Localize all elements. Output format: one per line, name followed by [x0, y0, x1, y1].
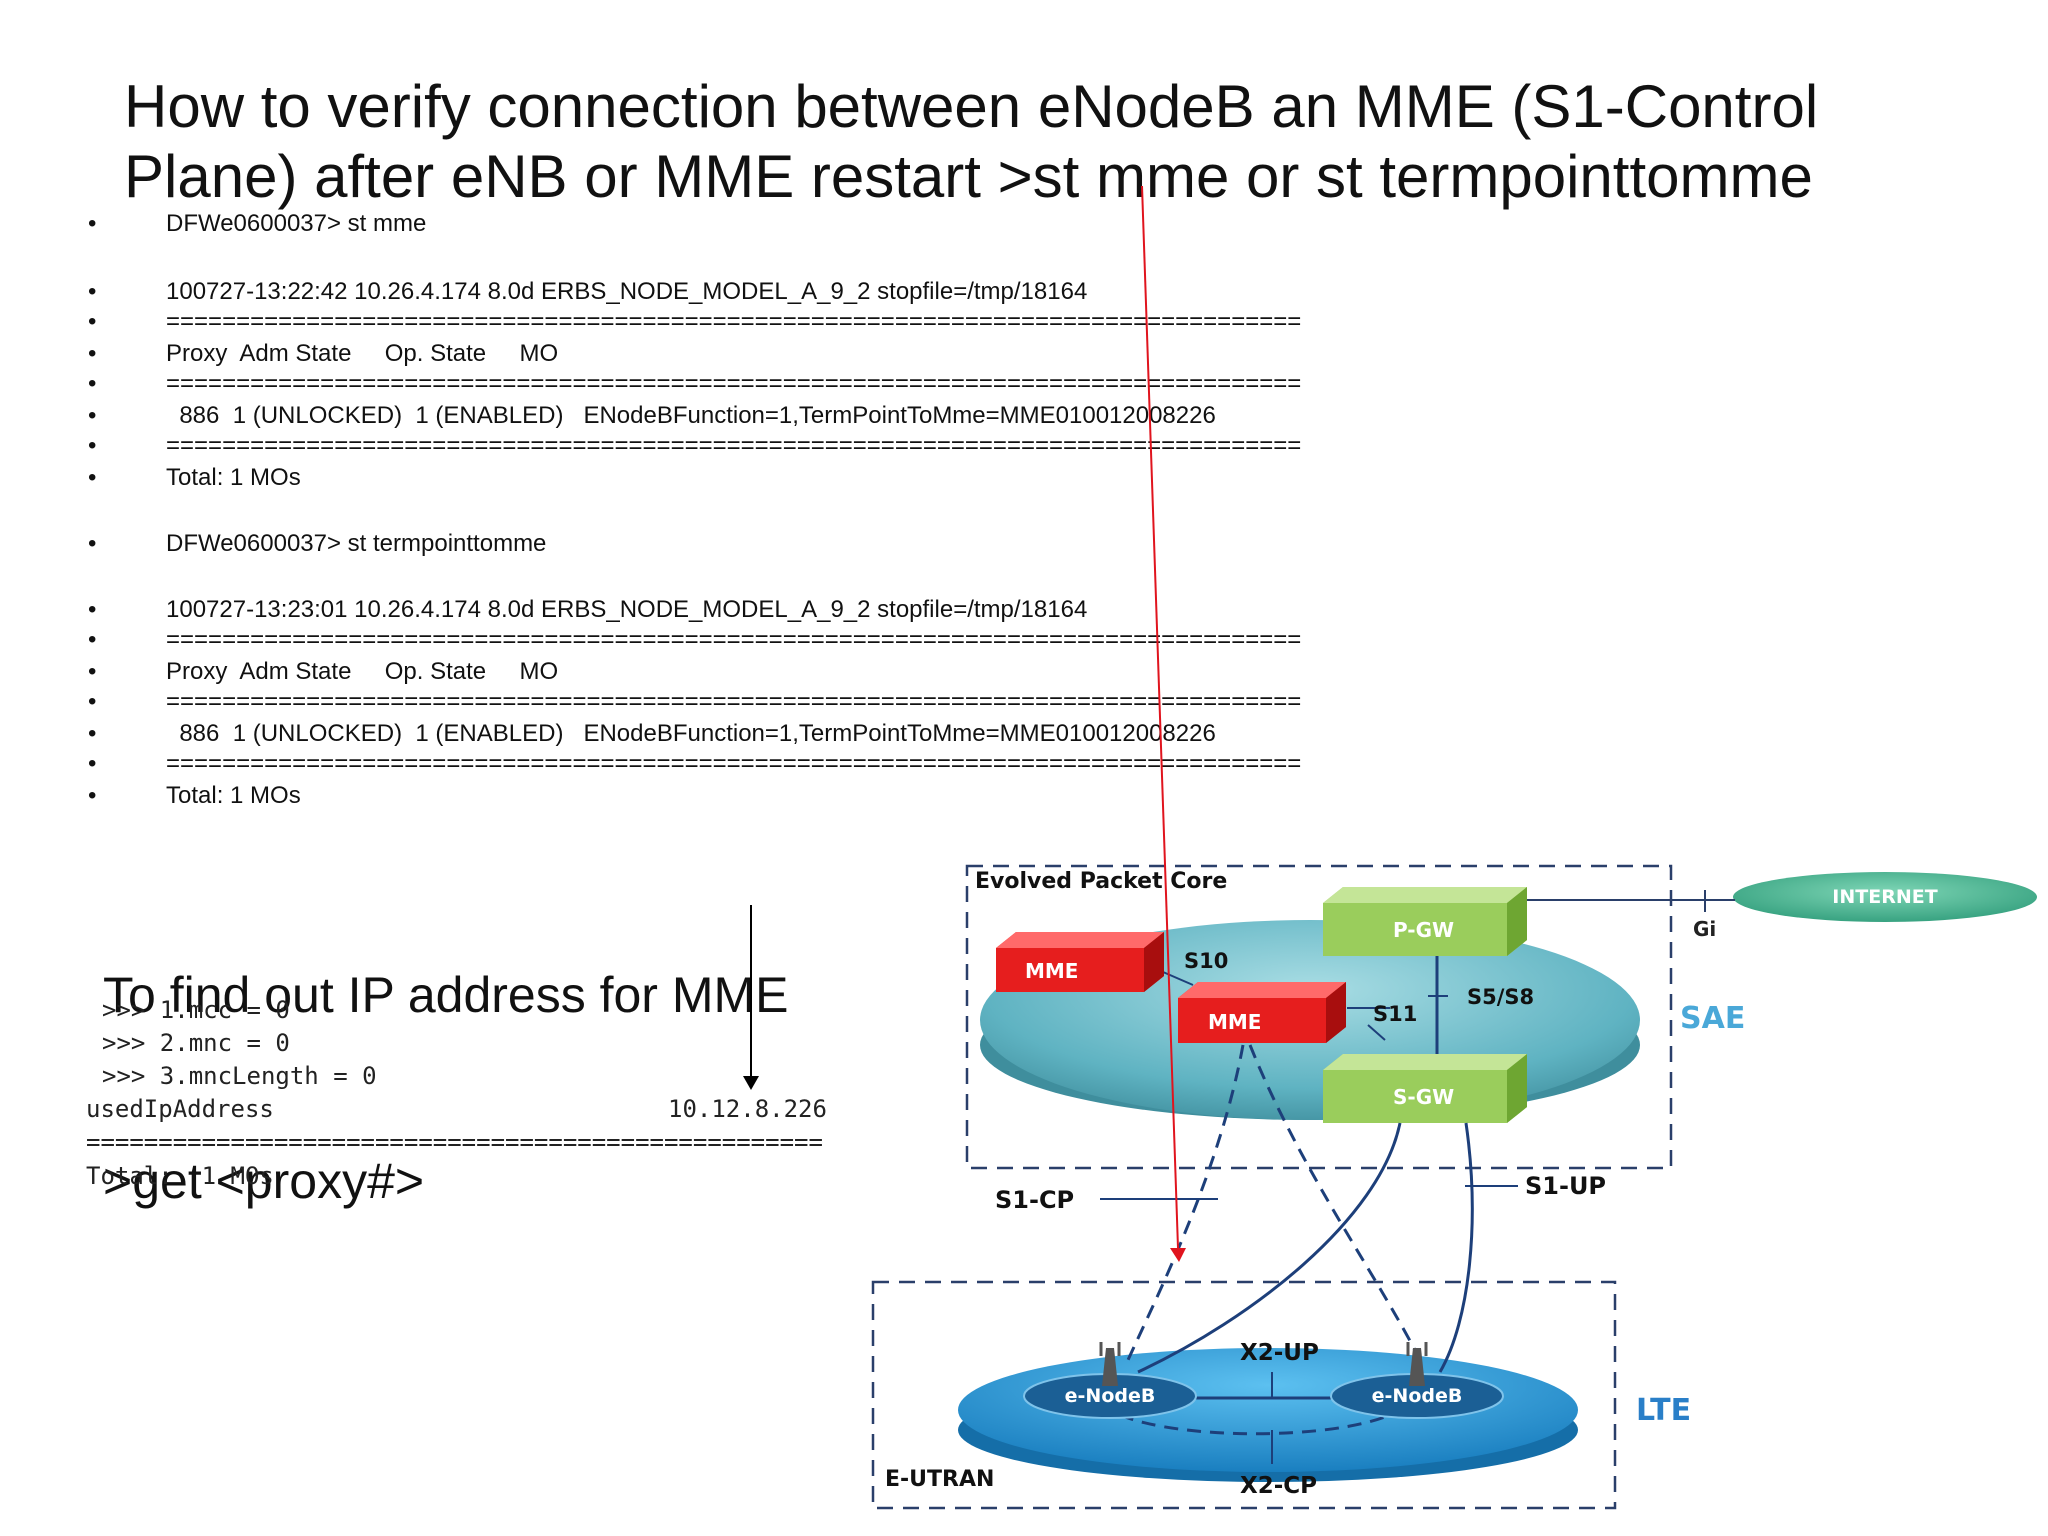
get-output-total: Total: 1 MOs: [86, 1162, 274, 1190]
slide-title: How to verify connection between eNodeB …: [124, 72, 1818, 212]
s1up-link-2: [1438, 1122, 1474, 1373]
slide-title-line-1: How to verify connection between eNodeB …: [124, 73, 1819, 140]
bullet-text: ========================================…: [166, 370, 1302, 397]
x2up-label: X2-UP: [1240, 1340, 1319, 1366]
sae-label: SAE: [1680, 1001, 1745, 1036]
bullet-text: ========================================…: [166, 626, 1302, 653]
sgw-label: S-GW: [1393, 1085, 1454, 1109]
bullet-text: 886 1 (UNLOCKED) 1 (ENABLED) ENodeBFunct…: [166, 402, 1216, 429]
bullet-icon: •: [88, 626, 97, 653]
bullet-text: Total: 1 MOs: [166, 782, 301, 809]
get-output-mnc: >>> 2.mnc = 0: [102, 1029, 290, 1057]
s10-label: S10: [1184, 949, 1228, 973]
bullet-text: DFWe0600037> st termpointtomme: [166, 530, 547, 557]
antenna-icon: [1409, 1348, 1425, 1386]
bullet-icon: •: [88, 530, 97, 557]
command-output-list: • DFWe0600037> st mme • 100727-13:22:42 10.…: [0, 0, 1500, 820]
bullet-icon: •: [88, 658, 97, 685]
enodeb-1: e-NodeB: [1023, 1342, 1197, 1419]
antenna-icon: [1102, 1348, 1118, 1386]
bullet-text: 886 1 (UNLOCKED) 1 (ENABLED) ENodeBFunct…: [166, 720, 1216, 747]
bullet-text: 100727-13:23:01 10.26.4.174 8.0d ERBS_NO…: [166, 596, 1088, 623]
gi-label: Gi: [1693, 917, 1716, 941]
bullet-icon: •: [88, 210, 97, 237]
used-ip-address-label: usedIpAddress: [86, 1095, 274, 1123]
internet-cloud: [1733, 872, 2037, 922]
bullet-icon: •: [88, 720, 97, 747]
s5s8-label: S5/S8: [1467, 985, 1534, 1009]
bullet-icon: •: [88, 750, 97, 777]
bullet-text: Proxy Adm State Op. State MO: [166, 658, 559, 685]
red-annotation-arrow: [1141, 185, 1179, 1249]
internet-label: INTERNET: [1832, 886, 1937, 908]
bullet-icon: •: [88, 464, 97, 491]
ip-lookup-heading: To find out IP address for MME >get <pro…: [103, 840, 789, 1274]
s11-tick: [1367, 1024, 1386, 1041]
enb2-label: e-NodeB: [1372, 1385, 1463, 1407]
ip-pointer-arrowhead: [743, 1076, 759, 1090]
bullet-text: 100727-13:22:42 10.26.4.174 8.0d ERBS_NO…: [166, 278, 1088, 305]
bullet-icon: •: [88, 688, 97, 715]
x2cp-label: X2-CP: [1240, 1473, 1317, 1499]
pgw-node: P-GW: [1323, 887, 1527, 956]
bullet-icon: •: [88, 370, 97, 397]
bullet-text: Total: 1 MOs: [166, 464, 301, 491]
epc-label: Evolved Packet Core: [975, 869, 1227, 894]
lte-label: LTE: [1636, 1393, 1691, 1428]
eutran-boundary: [871, 1280, 1617, 1510]
get-output-separator: ========================================…: [86, 1128, 823, 1156]
bullet-icon: •: [88, 402, 97, 429]
enodeb-2: e-NodeB: [1330, 1342, 1504, 1419]
bullet-text: ========================================…: [166, 750, 1302, 777]
bullet-icon: •: [88, 596, 97, 623]
bullet-icon: •: [88, 432, 97, 459]
enb1-label: e-NodeB: [1065, 1385, 1156, 1407]
bullet-text: Proxy Adm State Op. State MO: [166, 340, 559, 367]
red-annotation-arrowhead: [1170, 1248, 1186, 1262]
pgw-label: P-GW: [1393, 918, 1454, 942]
s11-label: S11: [1373, 1002, 1417, 1026]
mme2-label: MME: [1208, 1010, 1261, 1034]
bullet-icon: •: [88, 782, 97, 809]
get-output-mcc: >>> 1.mcc = 0: [102, 996, 290, 1024]
ip-lookup-heading-line-1: To find out IP address for MME: [103, 967, 789, 1023]
bullet-text: DFWe0600037> st mme: [166, 210, 427, 237]
bullet-icon: •: [88, 278, 97, 305]
bullet-icon: •: [88, 340, 97, 367]
bullet-text: ========================================…: [166, 308, 1302, 335]
mme1-label: MME: [1025, 959, 1078, 983]
s1up-label: S1-UP: [1525, 1172, 1606, 1200]
bullet-icon: •: [88, 308, 97, 335]
mme-node-1: MME: [996, 932, 1164, 992]
s1cp-link-2: [1248, 1044, 1422, 1361]
used-ip-address-value: 10.12.8.226: [668, 1095, 827, 1123]
s1cp-link-1: [1126, 1044, 1245, 1361]
eutran-label: E-UTRAN: [885, 1467, 994, 1492]
slide-title-line-2: Plane) after eNB or MME restart >st mme …: [124, 143, 1813, 210]
bullet-text: ========================================…: [166, 432, 1302, 459]
epc-boundary: [965, 864, 1673, 1170]
sgw-node: S-GW: [1323, 1054, 1527, 1123]
bullet-text: ========================================…: [166, 688, 1302, 715]
x2cp-link: [1119, 1413, 1391, 1436]
get-output-mnc-length: >>> 3.mncLength = 0: [102, 1062, 377, 1090]
ip-lookup-heading-line-2: >get <proxy#>: [103, 1153, 425, 1209]
s1up-link-1: [1137, 1122, 1402, 1374]
mme-node-2: MME: [1178, 982, 1346, 1043]
s1cp-label: S1-CP: [995, 1186, 1074, 1214]
